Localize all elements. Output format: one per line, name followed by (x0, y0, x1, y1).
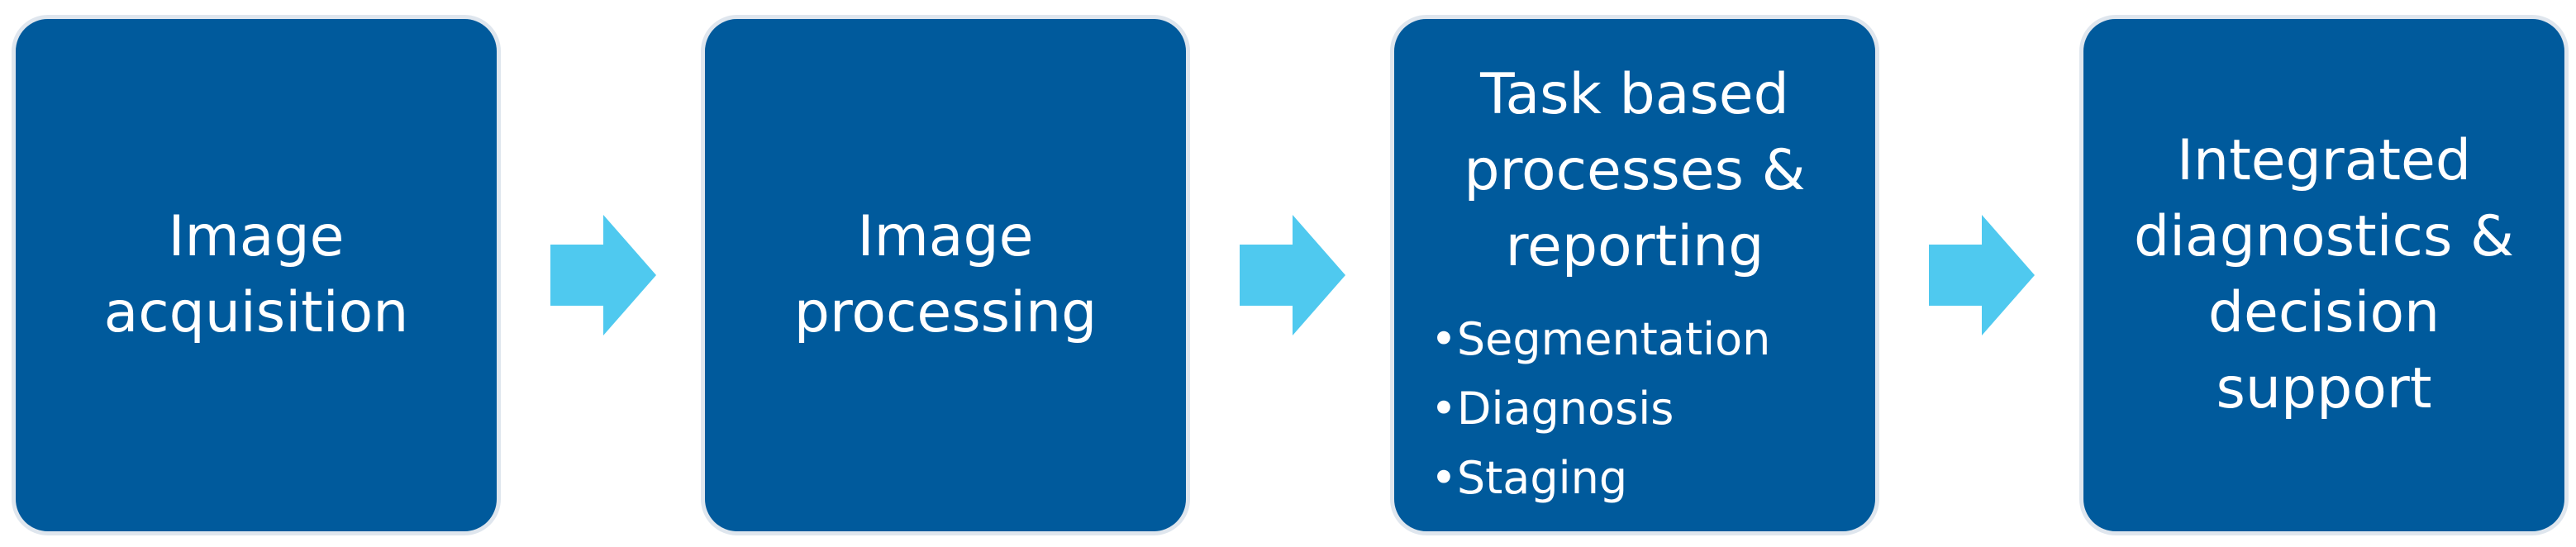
step-integrated-diagnostics: Integrated diagnostics & decision suppor… (2079, 15, 2569, 535)
step-task-based-processes: Task based processes & reporting Segment… (1390, 15, 1879, 535)
task-bullet-list: Segmentation Diagnosis Staging (1394, 305, 1771, 513)
bullet-label: Staging (1456, 452, 1628, 504)
arrow-right-icon (1240, 215, 1345, 335)
step-title: Image processing (793, 204, 1098, 345)
bullet-label: Segmentation (1456, 313, 1771, 365)
arrow-right-icon (550, 215, 656, 335)
step-title: Image acquisition (103, 204, 409, 345)
step-title: Integrated diagnostics & decision suppor… (2133, 128, 2515, 421)
arrow-right-icon (1929, 215, 2035, 335)
bullet-item: Segmentation (1431, 305, 1771, 374)
step-title: Task based processes & reporting (1464, 62, 1806, 279)
bullet-label: Diagnosis (1456, 383, 1674, 435)
bullet-item: Diagnosis (1431, 374, 1770, 444)
step-image-acquisition: Image acquisition (12, 15, 501, 535)
bullet-item: Staging (1431, 444, 1770, 513)
step-image-processing: Image processing (701, 15, 1190, 535)
